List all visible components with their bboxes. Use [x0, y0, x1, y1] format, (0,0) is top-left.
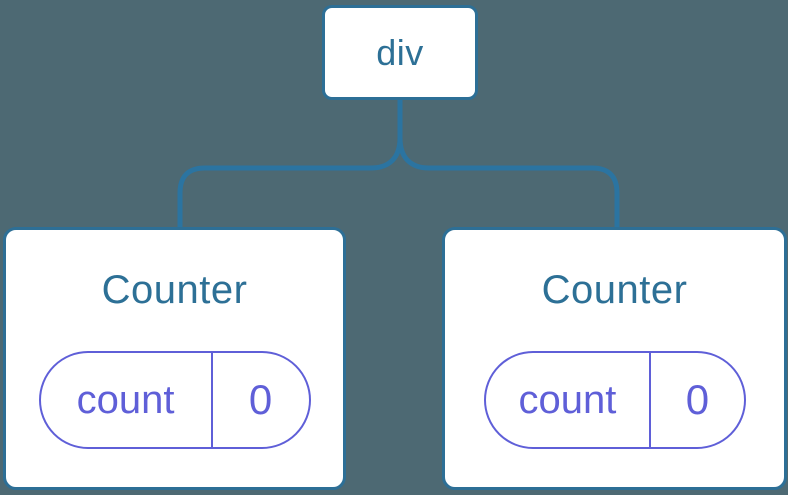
tree-node-counter-right: Counter count 0: [442, 227, 787, 490]
state-value-label: 0: [210, 353, 309, 447]
component-name-label: Counter: [101, 268, 248, 312]
state-pill: count 0: [38, 351, 311, 449]
tree-node-counter-left: Counter count 0: [3, 227, 346, 490]
state-value-label: 0: [649, 353, 743, 447]
connector-root-to-right-counter: [397, 99, 620, 229]
component-name-label: Counter: [541, 268, 688, 312]
state-pill: count 0: [483, 351, 746, 449]
tree-node-div: div: [322, 5, 478, 100]
tree-node-div-label: div: [376, 31, 424, 73]
state-key-label: count: [518, 377, 617, 422]
state-key-label: count: [76, 377, 175, 422]
connector-root-to-left-counter: [177, 99, 403, 229]
